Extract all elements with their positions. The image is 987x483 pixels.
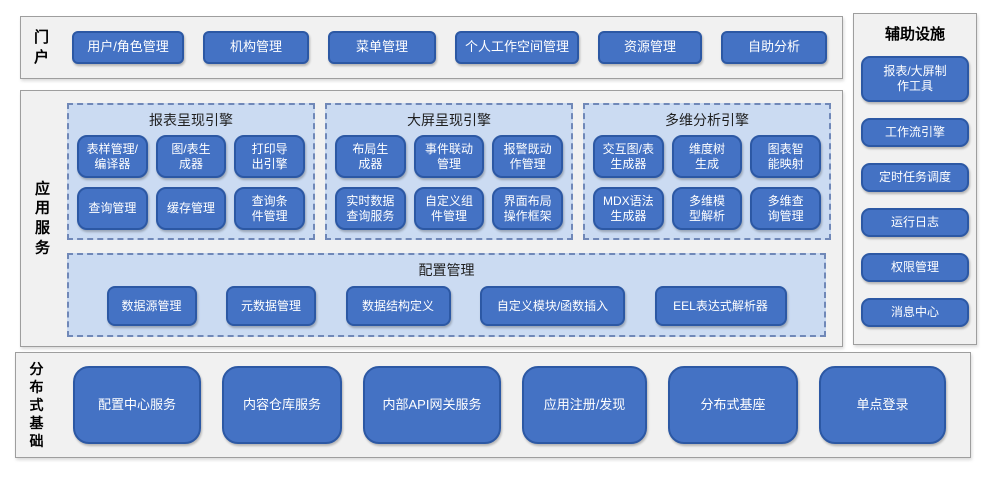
node-report-bigscreen-authoring-tool: 报表/大屏制 作工具: [861, 56, 969, 102]
node-data-structure-definition: 数据结构定义: [345, 286, 451, 326]
node-internal-api-gateway-service: 内部API网关服务: [363, 366, 501, 444]
node-multidim-query-management: 多维查 询管理: [750, 187, 821, 230]
node-realtime-data-query-service: 实时数据 查询服务: [335, 187, 406, 230]
olap-engine-group: 多维分析引擎 交互图/表 生成器 维度树 生成 图表智 能映射 MDX语法 生成…: [583, 103, 831, 240]
node-print-export-engine: 打印导 出引擎: [234, 135, 305, 178]
node-personal-workspace-management: 个人工作空间管理: [455, 31, 579, 64]
config-management-row: 数据源管理 元数据管理 数据结构定义 自定义模块/函数插入 EEL表达式解析器: [77, 285, 816, 327]
node-user-role-management: 用户/角色管理: [72, 31, 184, 64]
app-services-section: 应用服务 报表呈现引擎 表样管理/ 编译器 图/表生 成器 打印导 出引擎 查询…: [20, 90, 843, 347]
auxiliary-button-column: 报表/大屏制 作工具 工作流引擎 定时任务调度 运行日志 权限管理 消息中心: [861, 56, 969, 327]
node-permission-management: 权限管理: [861, 253, 969, 282]
node-event-linkage-management: 事件联动 管理: [413, 135, 485, 178]
bigscreen-engine-group: 大屏呈现引擎 布局生 成器 事件联动 管理 报警既动 作管理 实时数据 查询服务…: [325, 103, 573, 240]
portal-button-row: 用户/角色管理 机构管理 菜单管理 个人工作空间管理 资源管理 自助分析: [72, 31, 827, 64]
engine-group-row: 报表呈现引擎 表样管理/ 编译器 图/表生 成器 打印导 出引擎 查询管理 缓存…: [67, 103, 834, 240]
node-organization-management: 机构管理: [203, 31, 309, 64]
config-management-group: 配置管理 数据源管理 元数据管理 数据结构定义 自定义模块/函数插入 EEL表达…: [67, 253, 826, 337]
auxiliary-section: 辅助设施 报表/大屏制 作工具 工作流引擎 定时任务调度 运行日志 权限管理 消…: [853, 13, 977, 345]
node-chart-smart-mapping: 图表智 能映射: [750, 135, 821, 178]
report-engine-grid: 表样管理/ 编译器 图/表生 成器 打印导 出引擎 查询管理 缓存管理 查询条 …: [77, 135, 305, 230]
node-template-management-compiler: 表样管理/ 编译器: [77, 135, 148, 178]
config-management-title: 配置管理: [418, 262, 475, 278]
portal-section-label: 门户: [33, 28, 49, 66]
node-datasource-management: 数据源管理: [106, 286, 197, 326]
node-content-repository-service: 内容仓库服务: [222, 366, 342, 444]
node-eel-expression-parser: EEL表达式解析器: [654, 286, 787, 326]
distributed-button-row: 配置中心服务 内容仓库服务 内部API网关服务 应用注册/发现 分布式基座 单点…: [73, 366, 946, 444]
report-engine-title: 报表呈现引擎: [149, 112, 233, 128]
node-custom-component-management: 自定义组 件管理: [413, 187, 485, 230]
olap-engine-grid: 交互图/表 生成器 维度树 生成 图表智 能映射 MDX语法 生成器 多维模 型…: [593, 135, 821, 230]
node-self-service-analysis: 自助分析: [721, 31, 827, 64]
node-scheduled-task-scheduling: 定时任务调度: [861, 163, 969, 192]
node-layout-generator: 布局生 成器: [335, 135, 406, 178]
node-distributed-base-platform: 分布式基座: [668, 366, 798, 444]
olap-engine-title: 多维分析引擎: [665, 112, 749, 128]
node-single-sign-on: 单点登录: [819, 366, 946, 444]
bigscreen-engine-grid: 布局生 成器 事件联动 管理 报警既动 作管理 实时数据 查询服务 自定义组 件…: [335, 135, 563, 230]
node-config-center-service: 配置中心服务: [73, 366, 201, 444]
distributed-base-label: 分布式基础: [29, 360, 44, 450]
app-services-content: 报表呈现引擎 表样管理/ 编译器 图/表生 成器 打印导 出引擎 查询管理 缓存…: [67, 103, 834, 338]
node-app-registration-discovery: 应用注册/发现: [522, 366, 647, 444]
node-menu-management: 菜单管理: [328, 31, 436, 64]
node-message-center: 消息中心: [861, 298, 969, 327]
portal-section: 门户 用户/角色管理 机构管理 菜单管理 个人工作空间管理 资源管理 自助分析: [20, 16, 843, 79]
node-metadata-management: 元数据管理: [226, 286, 316, 326]
app-services-section-label: 应用服务: [34, 179, 50, 257]
report-engine-group: 报表呈现引擎 表样管理/ 编译器 图/表生 成器 打印导 出引擎 查询管理 缓存…: [67, 103, 315, 240]
node-query-condition-management: 查询条 件管理: [234, 187, 305, 230]
bigscreen-engine-title: 大屏呈现引擎: [407, 112, 491, 128]
node-query-management: 查询管理: [77, 187, 148, 230]
node-chart-table-generator: 图/表生 成器: [155, 135, 227, 178]
node-runtime-logs: 运行日志: [861, 208, 969, 237]
node-dimension-tree-generation: 维度树 生成: [671, 135, 743, 178]
node-custom-module-function-insert: 自定义模块/函数插入: [480, 286, 625, 326]
node-mdx-syntax-generator: MDX语法 生成器: [593, 187, 664, 230]
node-resource-management: 资源管理: [598, 31, 702, 64]
node-ui-layout-operation-framework: 界面布局 操作框架: [492, 187, 563, 230]
node-cache-management: 缓存管理: [155, 187, 227, 230]
node-workflow-engine: 工作流引擎: [861, 118, 969, 147]
distributed-base-section: 分布式基础 配置中心服务 内容仓库服务 内部API网关服务 应用注册/发现 分布…: [15, 352, 971, 458]
node-alarm-action-management: 报警既动 作管理: [492, 135, 563, 178]
node-multidim-model-parsing: 多维模 型解析: [671, 187, 743, 230]
node-interactive-chart-generator: 交互图/表 生成器: [593, 135, 664, 178]
auxiliary-section-title: 辅助设施: [884, 26, 945, 43]
